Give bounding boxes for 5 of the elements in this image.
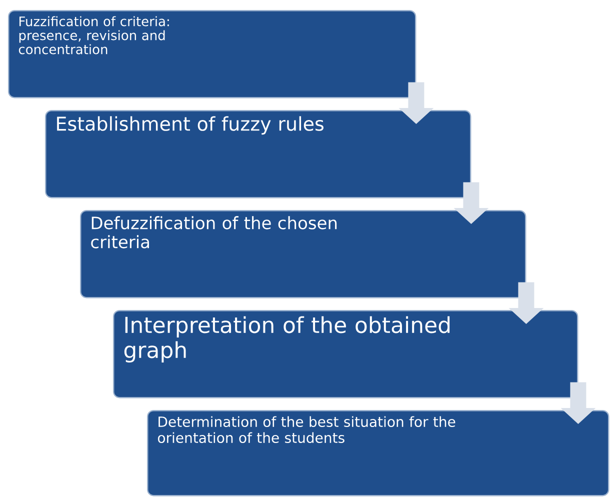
process-box: Fuzzification of criteria: presence, revision and concentration — [8, 10, 416, 98]
process-box: Determination of the best situation for the orientation of the students — [147, 410, 610, 496]
process-box: Establishment of fuzzy rules — [45, 110, 472, 198]
process-box: Defuzzification of the chosen criteria — [80, 210, 526, 298]
process-box: Interpretation of the obtained graph — [113, 310, 578, 398]
